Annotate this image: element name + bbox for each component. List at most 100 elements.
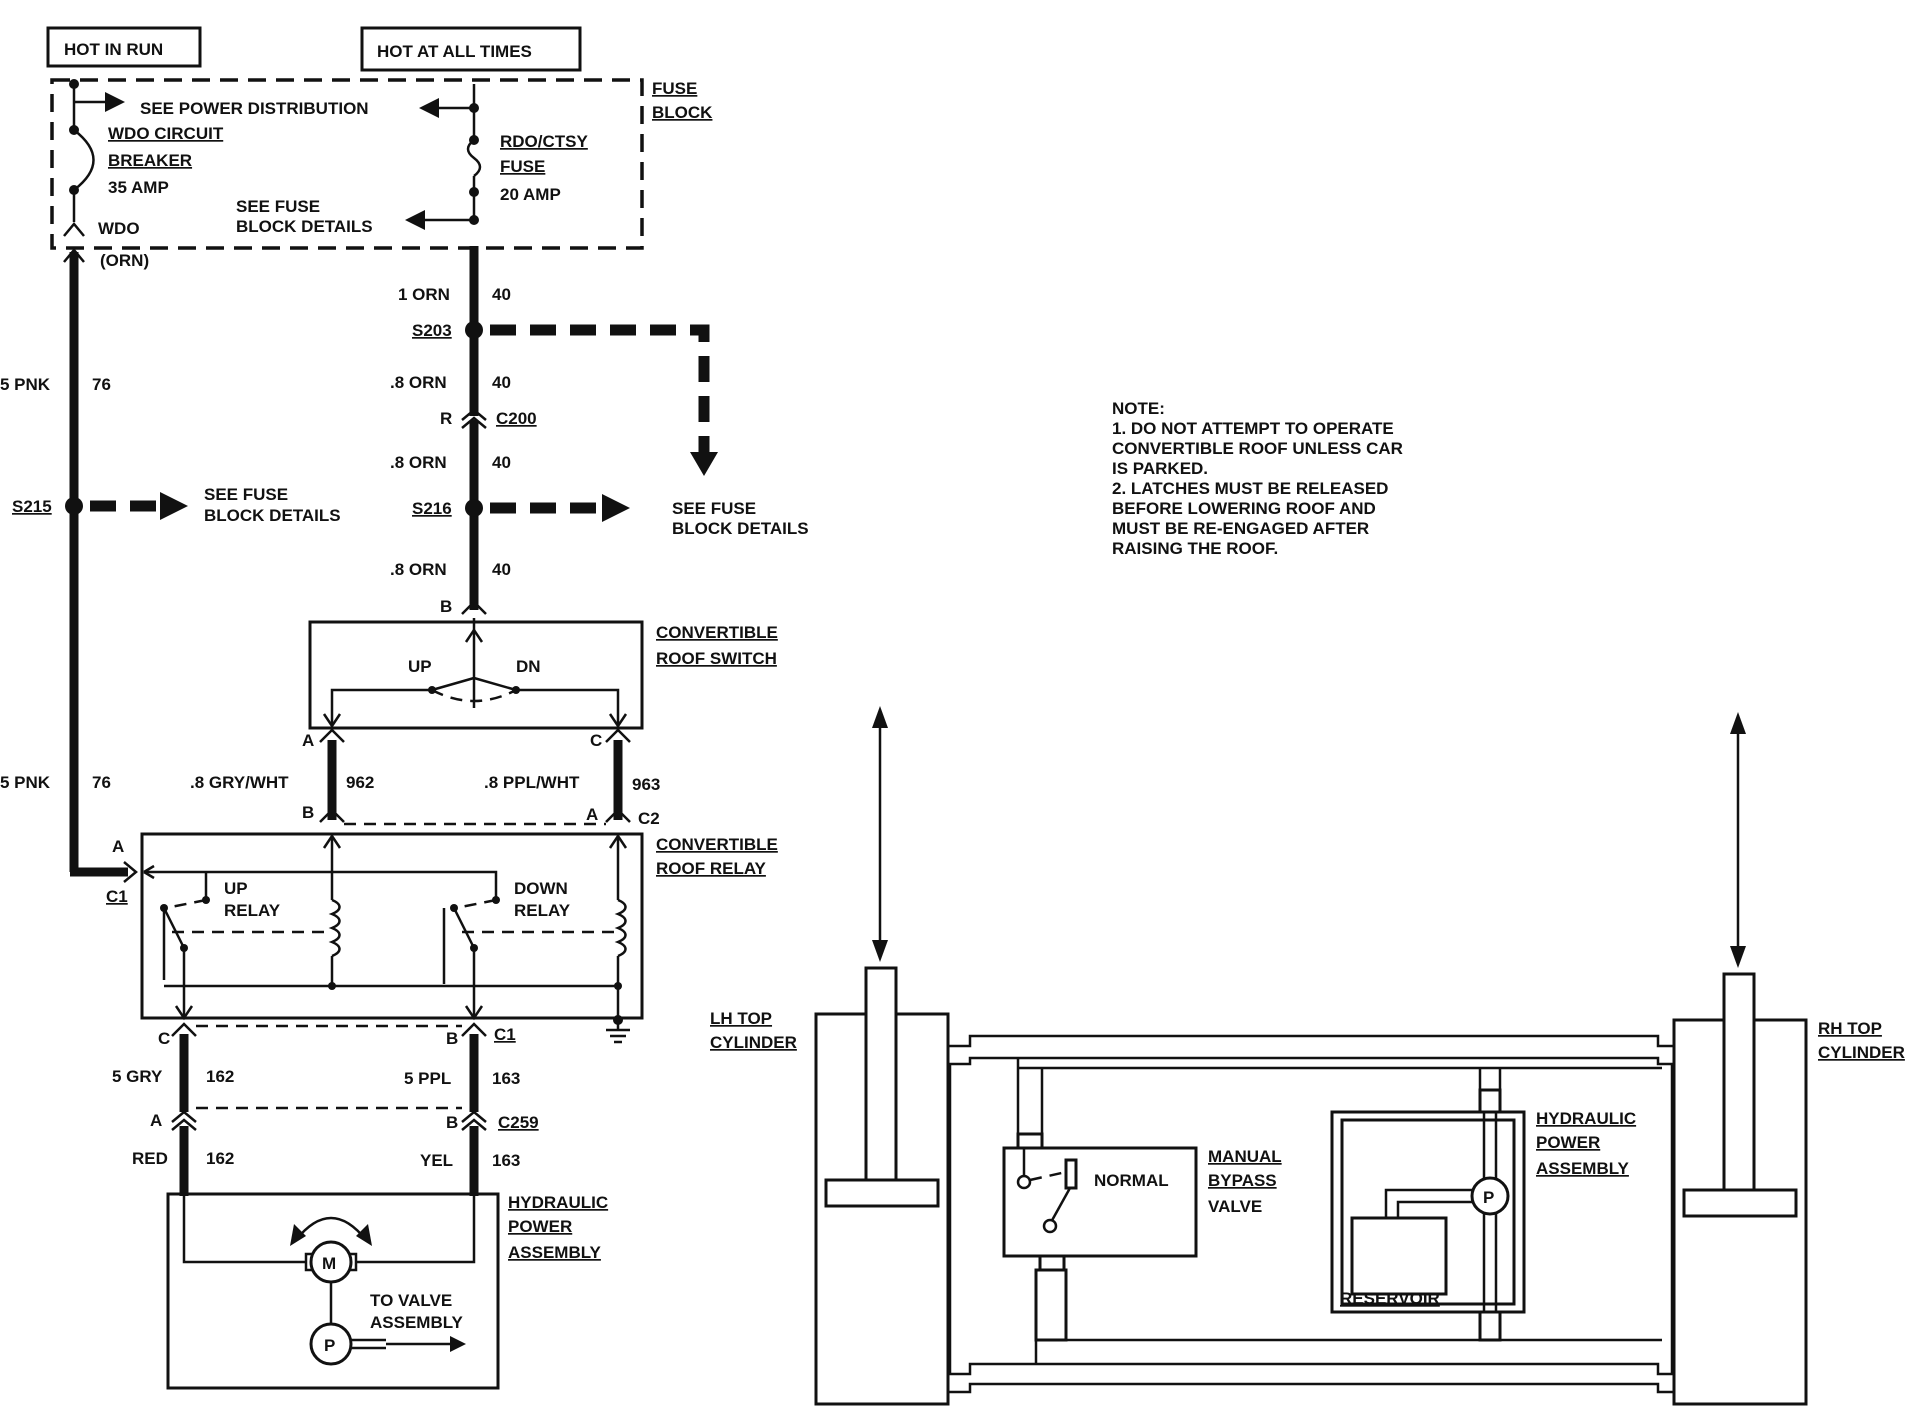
relay-feed-bus	[144, 870, 498, 884]
ppl-circuit: 163	[492, 1069, 520, 1088]
hpa-pump-symbol: P	[1483, 1188, 1494, 1207]
orn-w2-circuit: 40	[492, 373, 511, 392]
rh-cylinder-piston	[1682, 1188, 1798, 1218]
c259-b-connector	[461, 1110, 487, 1131]
to-valve-label-2: ASSEMBLY	[370, 1313, 464, 1332]
pnk-upper-circuit: 76	[92, 375, 111, 394]
pump-outlet	[351, 1338, 386, 1350]
down-relay-dashed	[455, 898, 497, 910]
relay-pin-b: B	[302, 803, 314, 822]
bottom-pipe-outer	[948, 1382, 1674, 1394]
up-relay-label-1: UP	[224, 879, 248, 898]
orn-w4-gauge: .8 ORN	[390, 560, 447, 579]
relay-pin-a-c2: A	[586, 805, 598, 824]
hpa-upper-pipe	[1478, 1068, 1502, 1090]
orn-w1-gauge: 1 ORN	[398, 285, 450, 304]
hot-at-all-times-label: HOT AT ALL TIMES	[377, 42, 532, 61]
pump-symbol: P	[324, 1336, 335, 1355]
to-valve-label-1: TO VALVE	[370, 1291, 452, 1310]
bypass-label-3: VALVE	[1208, 1197, 1262, 1216]
center-circuit: 1 ORN 40 S203 .8 ORN 40 R C200 .8 ORN 40…	[390, 246, 809, 616]
red-color: RED	[132, 1149, 168, 1168]
s216-ref-1: SEE FUSE	[672, 499, 756, 518]
roof-switch-title-2: ROOF SWITCH	[656, 649, 777, 668]
switch-pin-b-connector	[461, 600, 487, 615]
ppl-wht-circuit: 963	[632, 775, 660, 794]
s203-splice-dot	[465, 321, 483, 339]
motor-lead-left	[182, 1196, 306, 1264]
c2-connector-label: C2	[638, 809, 660, 828]
bypass-contact-left	[1016, 1174, 1032, 1190]
c259-label: C259	[498, 1113, 539, 1132]
lh-cylinder-label-1: LH TOP	[710, 1009, 772, 1028]
relay-c1-connector	[123, 861, 138, 883]
fuse-icon	[466, 139, 482, 177]
hpa-system-label-1: HYDRAULIC	[1536, 1109, 1636, 1128]
up-relay-dashed	[165, 898, 207, 910]
top-pipe-outer	[948, 1034, 1674, 1048]
switch-linkage-dashed	[431, 688, 517, 703]
down-coil-arrow	[608, 833, 628, 849]
relay-pin-a-c1: A	[112, 837, 124, 856]
relay-c1-label: C1	[106, 887, 128, 906]
lh-cylinder-rod	[864, 966, 898, 1182]
relay-pin-c: C	[158, 1029, 170, 1048]
note-line-0: NOTE:	[1112, 399, 1165, 418]
pump-icon	[309, 1322, 353, 1366]
relay-c1-right-label: C1	[494, 1025, 516, 1044]
top-pipe-inner	[948, 1056, 1674, 1066]
see-fuse-label-1: SEE FUSE	[236, 197, 320, 216]
fuse-label-2: FUSE	[500, 157, 545, 176]
s203-arrow	[690, 452, 718, 476]
hot-in-run-label: HOT IN RUN	[64, 40, 163, 59]
see-fuse-label-2: BLOCK DETAILS	[236, 217, 373, 236]
ppl-gauge: 5 PPL	[404, 1069, 451, 1088]
yel-color: YEL	[420, 1151, 453, 1170]
note-line-1: 1. DO NOT ATTEMPT TO OPERATE	[1112, 419, 1394, 438]
note-line-6: MUST BE RE-ENGAGED AFTER	[1112, 519, 1369, 538]
s215-splice-label: S215	[12, 497, 52, 516]
switch-up-lead	[330, 688, 432, 726]
down-relay-blade	[452, 907, 476, 949]
up-output-arrow	[174, 1005, 194, 1021]
hpa-lower-port	[1478, 1310, 1502, 1342]
rh-cylinder-rod	[1722, 972, 1756, 1192]
switch-up-blade	[431, 676, 475, 692]
rh-motion-arrow-down	[1730, 946, 1746, 968]
relay-pin-b-c1: B	[446, 1029, 458, 1048]
gry-wht-circuit: 962	[346, 773, 374, 792]
relay-b-connector	[319, 808, 345, 823]
lh-cylinder-label-2: CYLINDER	[710, 1033, 797, 1052]
c200-connector-bottom	[461, 416, 487, 429]
relay-c-connector	[171, 1022, 197, 1037]
s216-splice-label: S216	[412, 499, 452, 518]
switch-a-connector	[319, 728, 345, 743]
bypass-lower-port	[1038, 1254, 1066, 1272]
orn-w4-circuit: 40	[492, 560, 511, 579]
rotation-arrowhead-right	[356, 1224, 372, 1246]
ground-icon	[606, 1028, 630, 1044]
note-line-2: CONVERTIBLE ROOF UNLESS CAR	[1112, 439, 1403, 458]
gry-gauge: 5 GRY	[112, 1067, 163, 1086]
pnk-arrow-up	[63, 248, 85, 263]
note-block: NOTE: 1. DO NOT ATTEMPT TO OPERATE CONVE…	[1112, 399, 1403, 558]
s216-ref-2: BLOCK DETAILS	[672, 519, 809, 538]
hpa-title-1: HYDRAULIC	[508, 1193, 608, 1212]
convertible-roof-switch: CONVERTIBLE ROOF SWITCH UP DN A C	[302, 618, 778, 750]
lh-motion-arrow-down	[872, 940, 888, 962]
orn-w1-circuit: 40	[492, 285, 511, 304]
fuse-rating: 20 AMP	[500, 185, 561, 204]
switch-pin-b: B	[440, 597, 452, 616]
breaker-feed-junction	[69, 79, 79, 89]
c259-pin-b: B	[446, 1113, 458, 1132]
breaker-label-1: WDO CIRCUIT	[108, 124, 224, 143]
switch-dn-label: DN	[516, 657, 541, 676]
note-line-4: 2. LATCHES MUST BE RELEASED	[1112, 479, 1388, 498]
gry-circuit: 162	[206, 1067, 234, 1086]
hpa-title-3: ASSEMBLY	[508, 1243, 602, 1262]
to-valve-arrow	[450, 1336, 466, 1352]
yel-circuit: 163	[492, 1151, 520, 1170]
fuse-block-title-2: BLOCK	[652, 103, 713, 122]
switch-c-connector	[605, 728, 631, 743]
s215-splice-dot	[65, 497, 83, 515]
